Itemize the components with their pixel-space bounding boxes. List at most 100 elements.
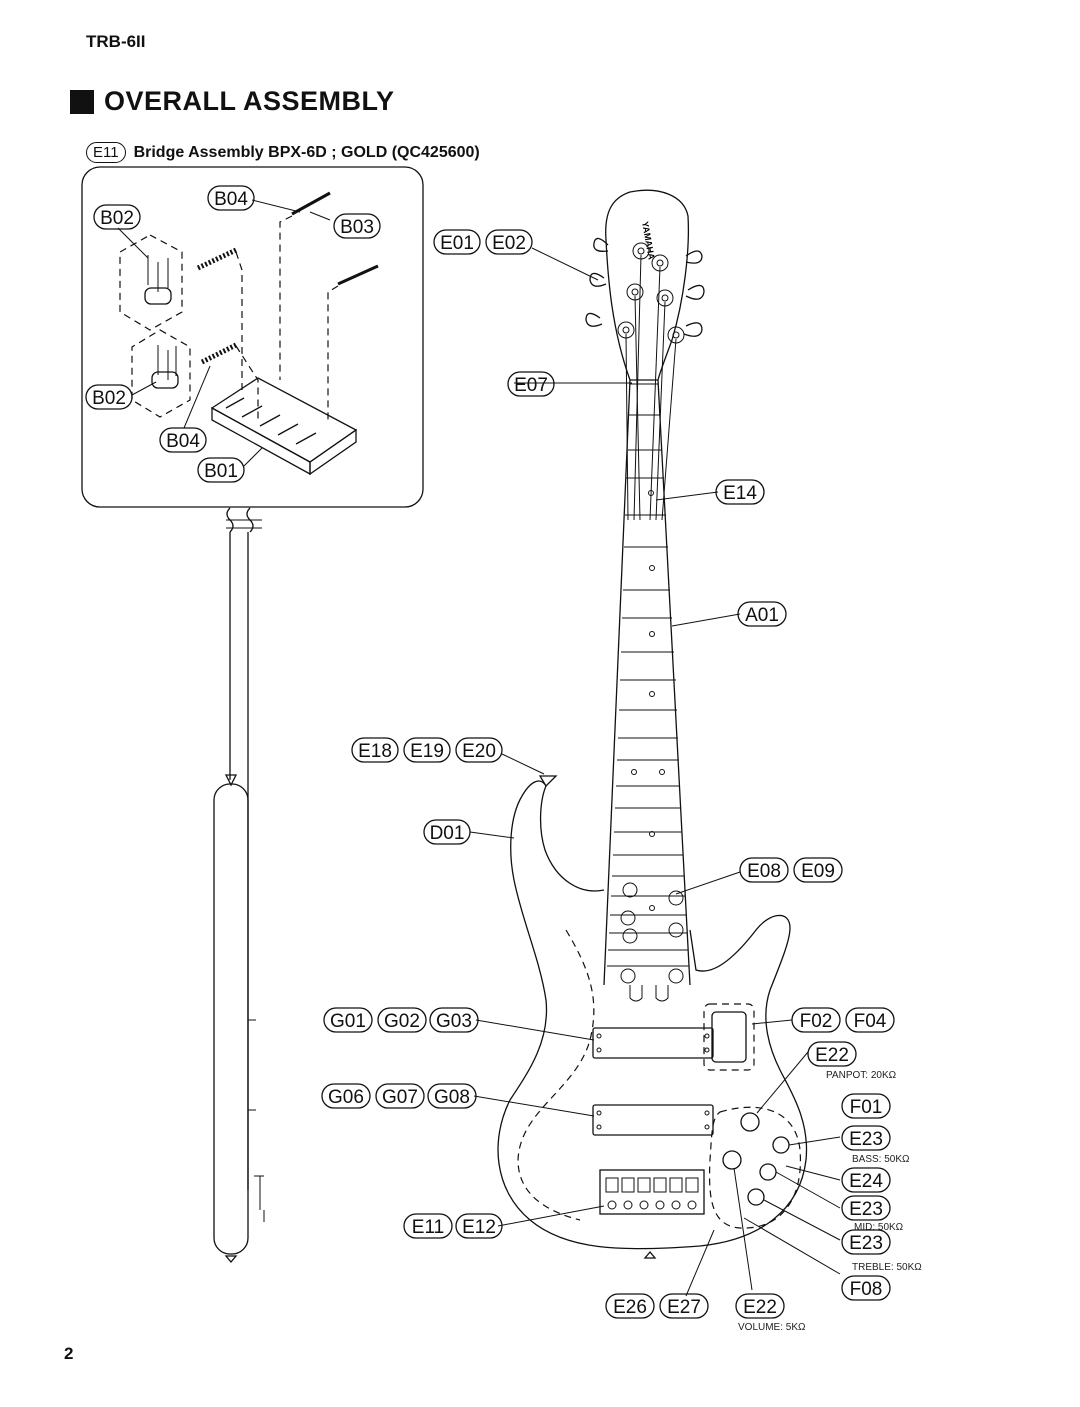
neck <box>603 254 691 1002</box>
svg-text:B02: B02 <box>100 208 134 229</box>
label-e26: E26 <box>605 1293 655 1319</box>
label-e12: E12 <box>455 1213 503 1239</box>
svg-text:F04: F04 <box>854 1011 887 1032</box>
svg-text:G01: G01 <box>330 1011 366 1032</box>
label-e02: E02 <box>485 229 533 255</box>
bridge-subtitle: E11 Bridge Assembly BPX-6D ; GOLD (QC425… <box>86 142 480 163</box>
control-cavity <box>708 1106 802 1229</box>
label-e23-treble: E23 <box>841 1229 891 1255</box>
svg-text:F02: F02 <box>800 1011 833 1032</box>
saddle-box-top <box>119 234 183 331</box>
saddle-box-mid <box>131 329 191 418</box>
label-e27: E27 <box>659 1293 709 1319</box>
svg-text:E07: E07 <box>514 375 548 396</box>
label-e22-bottom: E22 <box>735 1293 785 1319</box>
svg-text:E23: E23 <box>849 1129 883 1150</box>
label-b04-mid: B04 <box>159 427 207 453</box>
label-e14: E14 <box>715 479 765 505</box>
svg-text:E01: E01 <box>440 233 474 254</box>
svg-text:B04: B04 <box>166 431 200 452</box>
label-e18: E18 <box>351 737 399 763</box>
label-e08: E08 <box>739 857 789 883</box>
label-f02: F02 <box>791 1007 841 1033</box>
label-b02-mid: B02 <box>85 384 133 410</box>
label-b02-top: B02 <box>93 204 141 230</box>
svg-text:G07: G07 <box>382 1087 418 1108</box>
svg-text:E27: E27 <box>667 1297 701 1318</box>
label-g07: G07 <box>375 1083 425 1109</box>
svg-text:B03: B03 <box>340 217 374 238</box>
page-number: 2 <box>64 1344 74 1363</box>
svg-text:E02: E02 <box>492 233 526 254</box>
pickup-neck <box>592 1027 714 1059</box>
caption-treble: TREBLE: 50KΩ <box>852 1262 922 1273</box>
label-f04: F04 <box>845 1007 895 1033</box>
pickup-bridge <box>592 1104 714 1136</box>
label-e19: E19 <box>403 737 451 763</box>
label-d01: D01 <box>423 819 471 845</box>
bridge-front <box>599 1169 705 1215</box>
label-g06: G06 <box>321 1083 371 1109</box>
bridge-base-plate <box>210 377 358 476</box>
label-a01: A01 <box>737 601 787 627</box>
screw-b03 <box>337 264 379 286</box>
label-b03: B03 <box>333 213 381 239</box>
label-b04-top: B04 <box>207 185 255 211</box>
bridge-inset <box>81 166 424 508</box>
control-knobs <box>722 1112 790 1206</box>
page-title: OVERALL ASSEMBLY <box>104 86 395 116</box>
spring-mid <box>200 342 238 365</box>
svg-text:B04: B04 <box>214 189 248 210</box>
caption-mid: MID: 50KΩ <box>854 1222 904 1233</box>
svg-text:G02: G02 <box>384 1011 420 1032</box>
svg-text:A01: A01 <box>745 605 779 626</box>
hex-screws-top <box>147 255 177 380</box>
svg-text:E14: E14 <box>723 483 757 504</box>
label-e01: E01 <box>433 229 481 255</box>
screw-b04 <box>291 191 331 216</box>
svg-text:E19: E19 <box>410 741 444 762</box>
title-square-icon <box>70 89 94 114</box>
svg-text:G03: G03 <box>436 1011 472 1032</box>
headstock: YAMAHA <box>585 189 705 381</box>
model-name: TRB-6II <box>86 32 146 51</box>
svg-text:D01: D01 <box>430 823 465 844</box>
saddle-top <box>144 287 172 305</box>
label-e23-bass: E23 <box>841 1125 891 1151</box>
svg-text:G06: G06 <box>328 1087 364 1108</box>
caption-bass: BASS: 50KΩ <box>852 1154 910 1165</box>
label-e09: E09 <box>793 857 843 883</box>
svg-text:E12: E12 <box>462 1217 496 1238</box>
label-g01: G01 <box>323 1007 373 1033</box>
label-e23-mid: E23 <box>841 1195 891 1221</box>
guitar-body <box>497 775 808 1259</box>
svg-text:B02: B02 <box>92 388 126 409</box>
label-e07: E07 <box>507 371 555 397</box>
label-g03: G03 <box>429 1007 479 1033</box>
subtitle-code: E11 <box>86 142 126 163</box>
battery-box <box>703 1003 755 1071</box>
label-e11: E11 <box>403 1213 453 1239</box>
label-e22-top: E22 <box>807 1041 857 1067</box>
caption-panpot: PANPOT: 20KΩ <box>826 1070 897 1081</box>
label-f01: F01 <box>841 1093 891 1119</box>
side-view <box>213 507 265 1264</box>
svg-text:E22: E22 <box>815 1045 849 1066</box>
svg-text:E23: E23 <box>849 1199 883 1220</box>
label-g08: G08 <box>427 1083 477 1109</box>
svg-text:E11: E11 <box>412 1217 444 1238</box>
label-e24: E24 <box>841 1167 891 1193</box>
svg-text:G08: G08 <box>434 1087 470 1108</box>
svg-text:E26: E26 <box>613 1297 647 1318</box>
svg-text:E08: E08 <box>747 861 781 882</box>
saddle-mid <box>151 371 179 389</box>
svg-text:F01: F01 <box>850 1097 883 1118</box>
leader-lines <box>469 247 841 1297</box>
spring-top <box>196 247 238 271</box>
label-b01: B01 <box>197 457 245 483</box>
svg-text:B01: B01 <box>204 461 238 482</box>
svg-text:E23: E23 <box>849 1233 883 1254</box>
svg-text:E24: E24 <box>849 1171 883 1192</box>
svg-text:E22: E22 <box>743 1297 777 1318</box>
